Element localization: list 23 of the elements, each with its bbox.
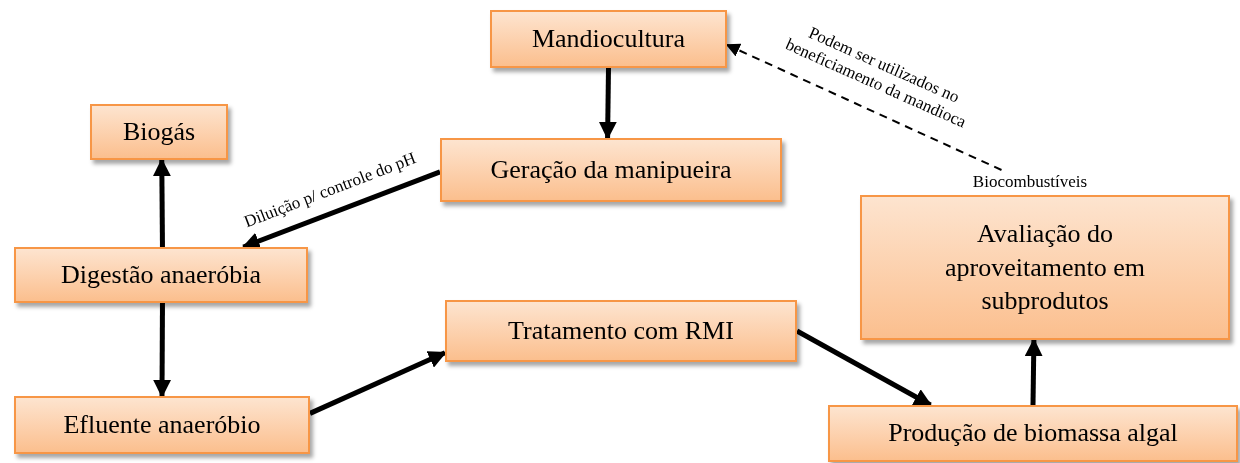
arrow bbox=[241, 169, 441, 250]
arrow bbox=[598, 67, 617, 140]
process-box bbox=[490, 10, 727, 68]
arrow bbox=[153, 303, 172, 398]
node-label: Efluente anaeróbio bbox=[63, 408, 261, 441]
process-box bbox=[440, 138, 782, 202]
node-label: Tratamento com RMI bbox=[508, 314, 734, 347]
process-box bbox=[14, 396, 310, 454]
node-label: Avaliação do aproveitamento em subprodutos bbox=[944, 217, 1146, 318]
node-label: Geração da manipueira bbox=[490, 153, 732, 186]
node-label: Produção de biomassa algal bbox=[888, 417, 1178, 450]
node-label: Mandiocultura bbox=[531, 22, 686, 55]
process-box bbox=[860, 195, 1230, 340]
process-box bbox=[14, 247, 308, 303]
process-box bbox=[445, 300, 797, 362]
arrow bbox=[1024, 338, 1043, 406]
process-box bbox=[90, 104, 228, 160]
arrow bbox=[152, 158, 171, 247]
node-text: Biocombustíveis bbox=[935, 170, 1125, 194]
edge-label: Diluição p/ controle do pH bbox=[240, 147, 420, 234]
node-label: Biogás bbox=[122, 115, 196, 148]
node-label: Digestão anaeróbia bbox=[61, 258, 261, 291]
process-box bbox=[828, 405, 1238, 462]
